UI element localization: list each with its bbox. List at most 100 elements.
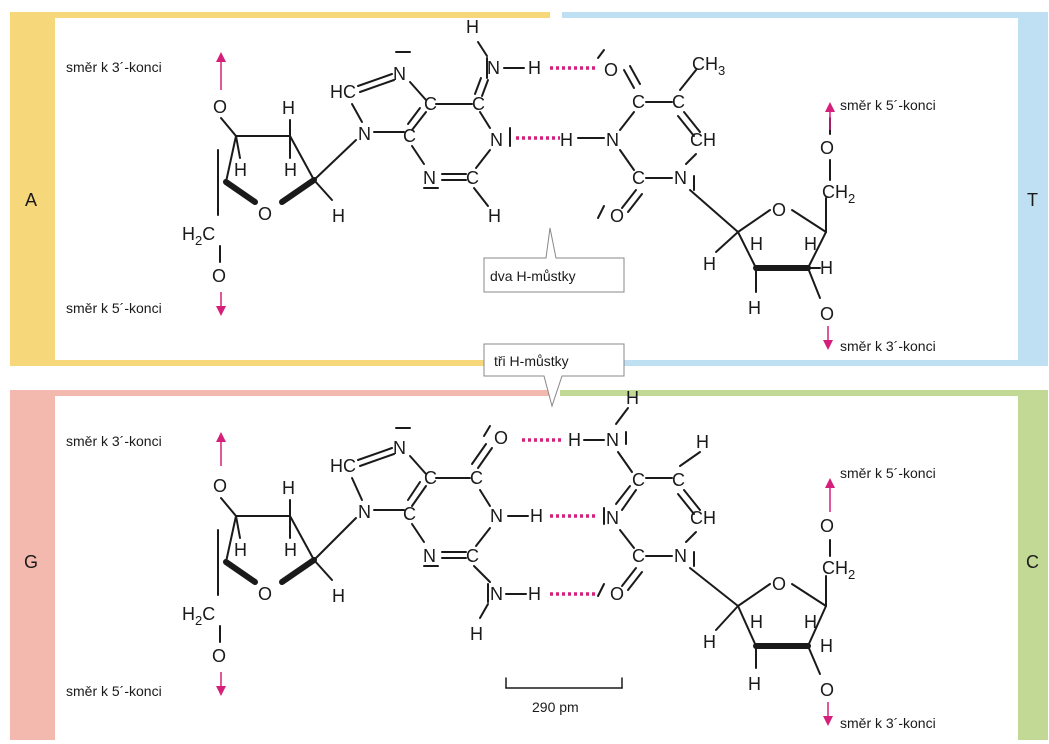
svg-text:CH2: CH2 xyxy=(822,558,855,582)
svg-text:H: H xyxy=(466,17,479,37)
svg-text:CH: CH xyxy=(690,508,716,528)
svg-text:O: O xyxy=(213,97,227,117)
label-guanine: G xyxy=(24,552,38,572)
direction-label-gc-top-right: směr k 5´-konci xyxy=(840,465,936,481)
svg-text:H2C: H2C xyxy=(182,224,215,248)
svg-text:H: H xyxy=(332,206,345,226)
svg-text:H: H xyxy=(626,388,639,408)
svg-text:H: H xyxy=(234,160,247,180)
svg-text:O: O xyxy=(610,206,624,226)
svg-text:N: N xyxy=(674,546,687,566)
svg-text:C: C xyxy=(403,126,416,146)
svg-text:H: H xyxy=(748,298,761,318)
svg-text:H: H xyxy=(332,586,345,606)
svg-text:C: C xyxy=(466,546,479,566)
svg-text:O: O xyxy=(820,680,834,700)
svg-text:H: H xyxy=(696,432,709,452)
svg-text:O: O xyxy=(213,476,227,496)
svg-text:N: N xyxy=(393,64,406,84)
svg-text:H: H xyxy=(750,234,763,254)
svg-text:N: N xyxy=(487,58,500,78)
svg-text:O: O xyxy=(772,200,786,220)
svg-text:H: H xyxy=(530,506,543,526)
svg-text:H: H xyxy=(568,430,581,450)
cytosine-top-border xyxy=(560,390,1048,396)
svg-text:N: N xyxy=(606,508,619,528)
label-cytosine: C xyxy=(1026,552,1039,572)
svg-text:O: O xyxy=(604,60,618,80)
svg-text:N: N xyxy=(423,168,436,188)
svg-text:H: H xyxy=(820,258,833,278)
direction-label-bottom-right: směr k 3´-konci xyxy=(840,338,936,354)
scale-bar: 290 pm xyxy=(505,677,623,715)
guanine-top-border xyxy=(10,390,550,396)
svg-text:H: H xyxy=(560,130,573,150)
svg-text:H: H xyxy=(284,540,297,560)
svg-text:O: O xyxy=(258,204,272,224)
svg-text:H: H xyxy=(234,540,247,560)
svg-text:N: N xyxy=(606,430,619,450)
svg-text:O: O xyxy=(494,428,508,448)
svg-text:H: H xyxy=(748,674,761,694)
svg-text:N: N xyxy=(606,130,619,150)
svg-text:C: C xyxy=(424,468,437,488)
direction-label-top-right: směr k 5´-konci xyxy=(840,97,936,113)
svg-text:C: C xyxy=(466,168,479,188)
svg-text:O: O xyxy=(610,584,624,604)
guanine-cytosine-pair: směr k 3´-konci směr k 5´-konci O H H H … xyxy=(66,388,936,731)
svg-text:N: N xyxy=(358,124,371,144)
svg-text:H: H xyxy=(703,632,716,652)
svg-text:C: C xyxy=(470,468,483,488)
svg-text:H: H xyxy=(703,254,716,274)
cytosine-band xyxy=(1018,390,1048,740)
direction-label-gc-top-left: směr k 3´-konci xyxy=(66,433,162,449)
svg-text:HC: HC xyxy=(330,82,356,102)
svg-text:C: C xyxy=(632,168,645,188)
svg-text:N: N xyxy=(393,438,406,458)
callout-two-bubble xyxy=(483,227,625,293)
svg-text:N: N xyxy=(490,130,503,150)
svg-text:H2C: H2C xyxy=(182,604,215,628)
direction-label-bottom-left: směr k 5´-konci xyxy=(66,300,162,316)
svg-text:H: H xyxy=(804,234,817,254)
svg-text:H: H xyxy=(820,636,833,656)
svg-text:C: C xyxy=(672,470,685,490)
svg-text:O: O xyxy=(212,646,226,666)
svg-text:H: H xyxy=(528,58,541,78)
svg-text:N: N xyxy=(423,546,436,566)
svg-text:H: H xyxy=(528,584,541,604)
svg-text:H: H xyxy=(750,612,763,632)
svg-text:O: O xyxy=(258,584,272,604)
label-thymine: T xyxy=(1027,190,1038,210)
svg-text:C: C xyxy=(632,92,645,112)
svg-text:C: C xyxy=(403,504,416,524)
svg-text:CH: CH xyxy=(690,130,716,150)
svg-text:CH3: CH3 xyxy=(692,54,725,78)
callout-three-bubble xyxy=(483,343,625,408)
svg-text:H: H xyxy=(282,98,295,118)
svg-text:O: O xyxy=(820,304,834,324)
svg-text:N: N xyxy=(674,168,687,188)
adenine-thymine-pair: směr k 3´-konci směr k 5´-konci O H H H … xyxy=(66,17,936,354)
callout-two-text: dva H-můstky xyxy=(490,268,576,284)
svg-text:C: C xyxy=(472,94,485,114)
svg-text:HC: HC xyxy=(330,456,356,476)
svg-text:H: H xyxy=(282,478,295,498)
direction-label-gc-bottom-right: směr k 3´-konci xyxy=(840,715,936,731)
scale-bar-label: 290 pm xyxy=(532,699,579,715)
guanine-band xyxy=(10,390,55,740)
callout-three-text: tři H-můstky xyxy=(494,353,569,369)
svg-text:C: C xyxy=(672,92,685,112)
svg-text:CH2: CH2 xyxy=(822,182,855,206)
svg-text:H: H xyxy=(488,206,501,226)
svg-text:O: O xyxy=(772,574,786,594)
svg-text:C: C xyxy=(424,94,437,114)
svg-text:N: N xyxy=(490,584,503,604)
direction-label-top-left: směr k 3´-konci xyxy=(66,59,162,75)
svg-text:H: H xyxy=(804,612,817,632)
thymine-band xyxy=(1018,12,1048,366)
svg-text:O: O xyxy=(820,516,834,536)
adenine-bottom-border xyxy=(10,360,550,366)
direction-label-gc-bottom-left: směr k 5´-konci xyxy=(66,683,162,699)
svg-text:N: N xyxy=(358,502,371,522)
